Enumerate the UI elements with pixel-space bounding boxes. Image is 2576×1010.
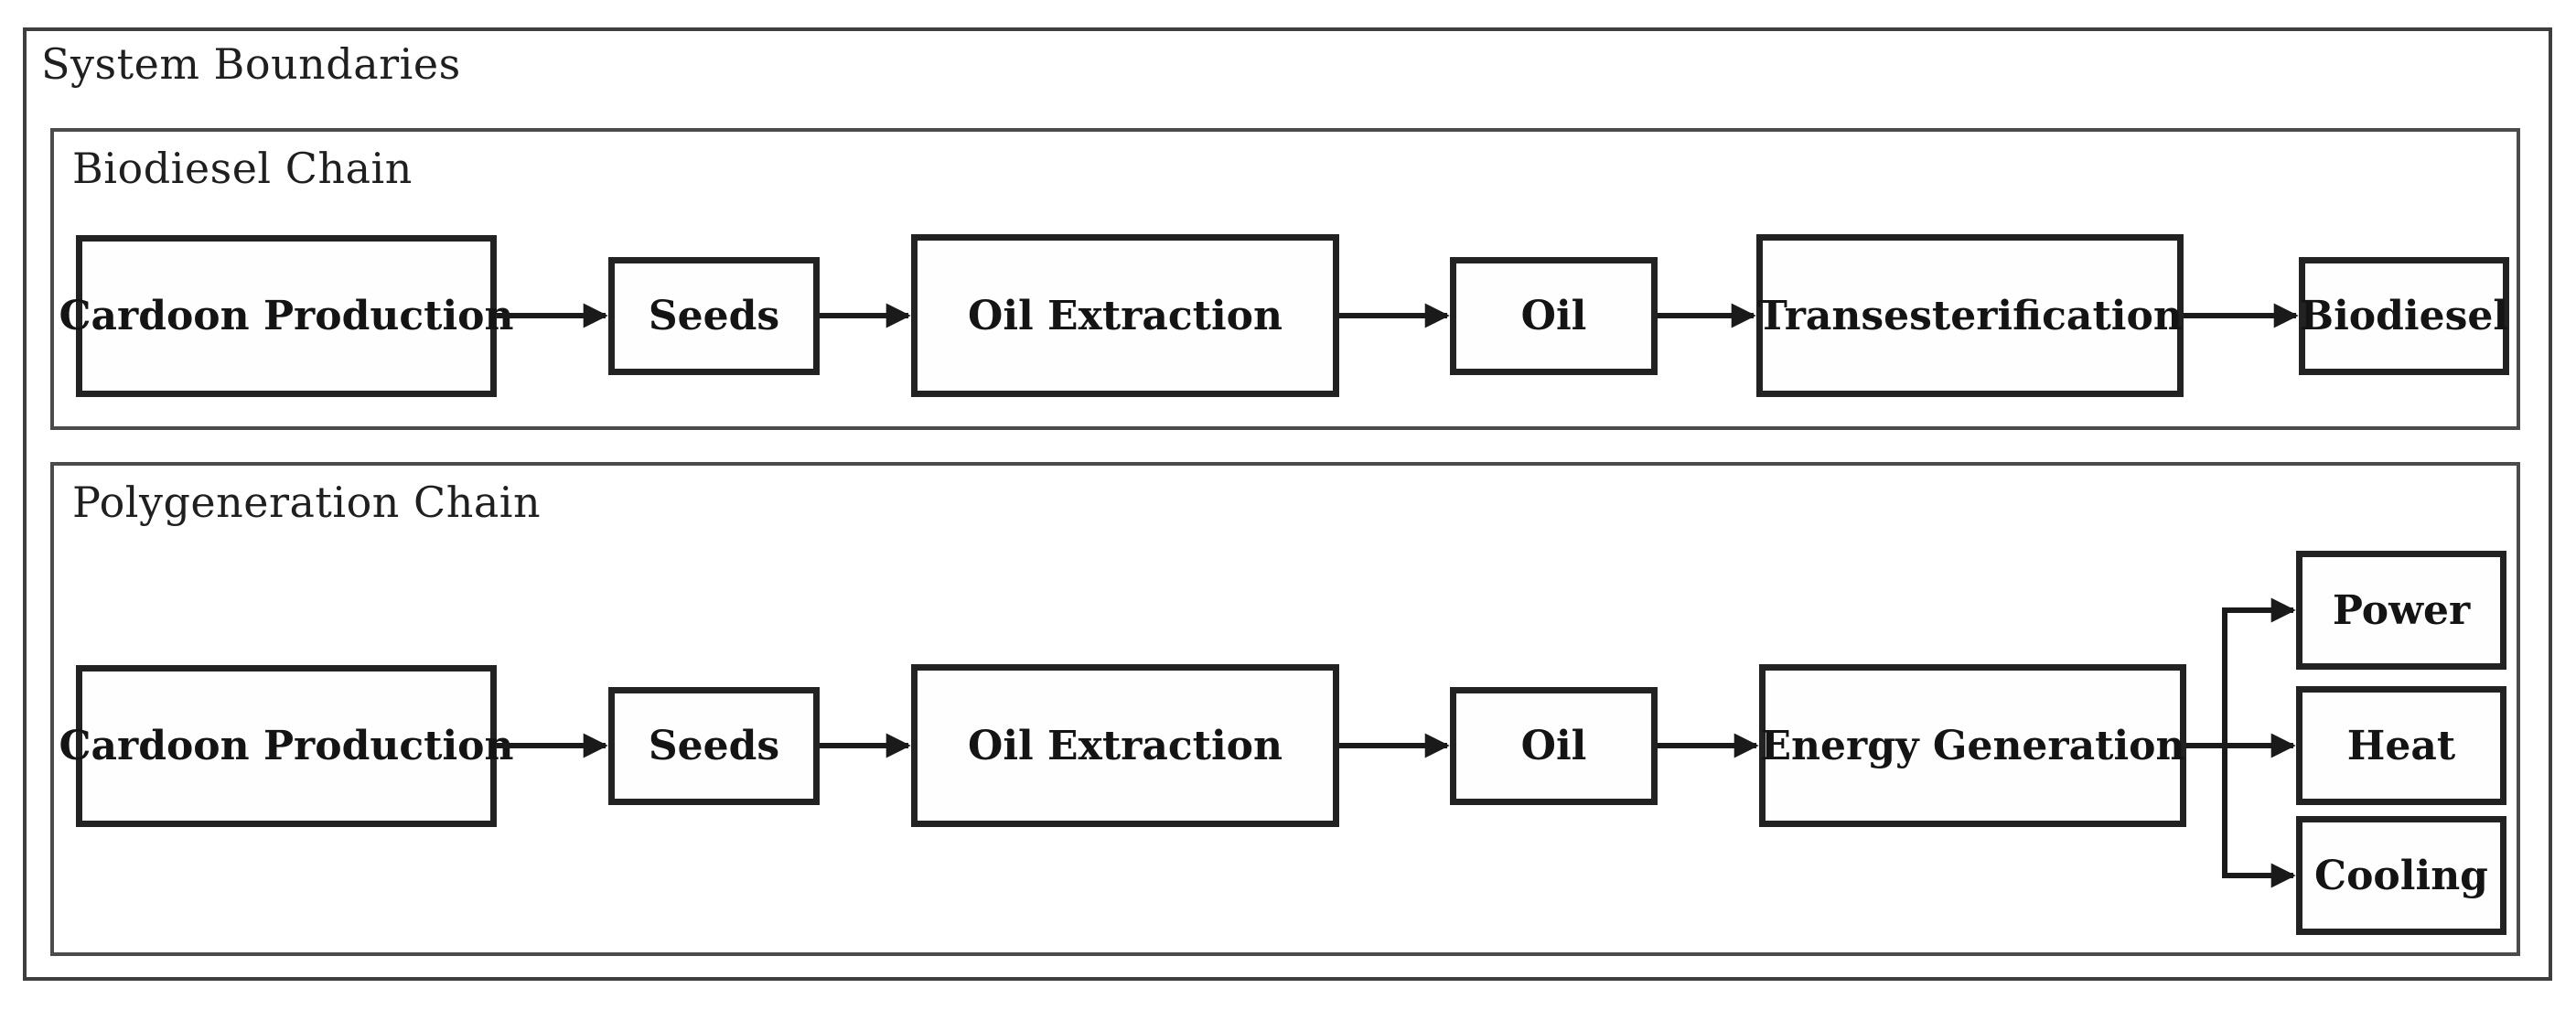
system-boundaries-label: System Boundaries xyxy=(41,39,461,89)
node-seeds-polygeneration: Seeds xyxy=(608,687,820,805)
node-cooling: Cooling xyxy=(2296,816,2506,935)
node-oil-biodiesel: Oil xyxy=(1450,257,1658,375)
node-energy-generation: Energy Generation xyxy=(1759,664,2186,827)
node-biodiesel: Biodiesel xyxy=(2299,257,2509,375)
node-oil-extraction-polygeneration: Oil Extraction xyxy=(911,664,1339,827)
polygeneration-chain-label: Polygeneration Chain xyxy=(72,478,542,527)
node-oil-extraction-biodiesel: Oil Extraction xyxy=(911,234,1339,397)
node-heat: Heat xyxy=(2296,686,2506,805)
node-cardoon-production-biodiesel: Cardoon Production xyxy=(59,235,514,397)
node-oil-polygeneration: Oil xyxy=(1450,687,1658,805)
node-transesterification: Transesterification xyxy=(1756,234,2184,397)
biodiesel-chain-panel: Biodiesel Chain xyxy=(50,128,2520,430)
node-seeds-biodiesel: Seeds xyxy=(608,257,820,375)
biodiesel-chain-label: Biodiesel Chain xyxy=(72,144,413,193)
node-power: Power xyxy=(2296,551,2506,670)
polygeneration-chain-panel: Polygeneration Chain xyxy=(50,462,2520,956)
system-boundaries-frame: System Boundaries xyxy=(23,27,2552,981)
node-cardoon-production-polygeneration: Cardoon Production xyxy=(59,665,514,827)
